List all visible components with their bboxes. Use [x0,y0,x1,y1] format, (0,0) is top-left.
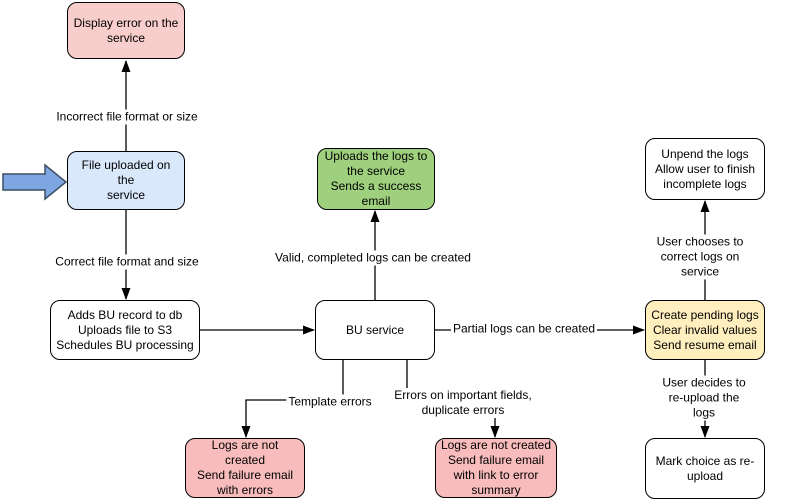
node-unpend-logs: Unpend the logs Allow user to finish inc… [645,138,765,200]
node-fail-template-errors: Logs are not created Send failure email … [185,438,305,498]
edge-label-valid-logs: Valid, completed logs can be created [273,250,473,266]
node-file-uploaded: File uploaded on the service [67,151,185,210]
node-upload-success: Uploads the logs to the service Sends a … [317,148,435,210]
edge-label-field-errors: Errors on important fields, duplicate er… [392,388,534,418]
edge-label-reupload-choice: User decides to re-upload the logs [655,375,753,421]
node-create-pending-logs: Create pending logs Clear invalid values… [645,300,765,360]
node-adds-bu-record: Adds BU record to db Uploads file to S3 … [50,300,200,360]
edge-label-incorrect-format: Incorrect file format or size [54,109,200,125]
edge-label-correct-on-service: User chooses to correct logs on service [649,234,751,280]
node-display-error: Display error on the service [67,2,185,59]
edge-label-correct-format: Correct file format and size [53,254,201,270]
edge-label-partial-logs: Partial logs can be created [450,321,598,337]
node-bu-service: BU service [315,300,435,360]
node-mark-reupload: Mark choice as re- upload [645,438,765,499]
entry-arrow-icon [2,163,68,201]
edge-label-template-errors: Template errors [286,394,374,410]
node-fail-field-errors: Logs are not created Send failure email … [435,438,557,498]
